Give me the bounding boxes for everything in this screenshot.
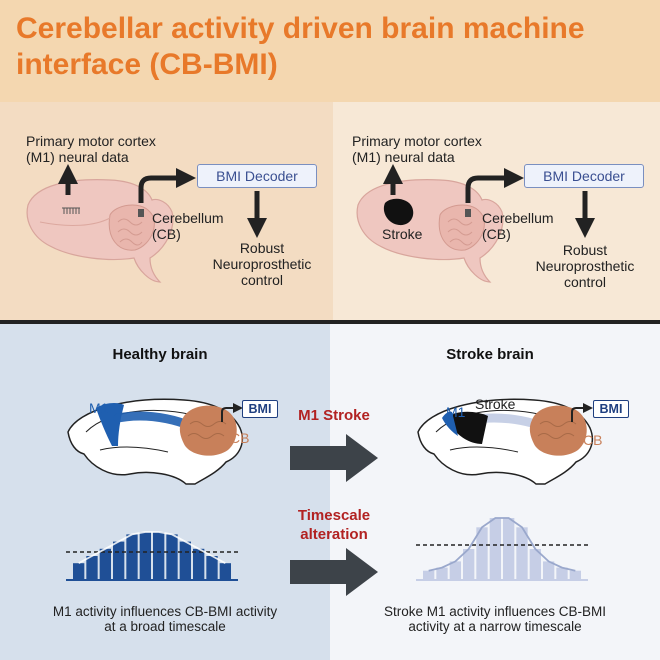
activity-bar [569, 570, 581, 580]
header-band [0, 0, 660, 102]
activity-bar [86, 556, 98, 580]
activity-bar [423, 570, 435, 580]
stroke-brain-heading: Stroke brain [446, 346, 534, 363]
cb-to-decoder-arrow [138, 168, 196, 203]
cerebellum-label: Cerebellum (CB) [482, 210, 554, 242]
activity-bar [73, 563, 85, 580]
activity-bar [113, 541, 125, 580]
activity-bar [166, 534, 178, 580]
brain-illustration-stroke [356, 179, 504, 283]
cb-to-decoder-arrow [465, 168, 524, 203]
sagittal-brain-stroke [417, 398, 594, 485]
panel-stroke-brain [330, 324, 660, 660]
healthy-caption: M1 activity influences CB-BMI activity a… [52, 604, 278, 634]
figure-title: Cerebellar activity driven brain machine… [16, 12, 585, 81]
neuroprosthetic-control-label: Robust Neuroprosthetic control [212, 240, 312, 288]
activity-bar [126, 534, 138, 580]
cb-label: CB [230, 430, 250, 446]
activity-bar [556, 567, 568, 580]
section-divider [0, 320, 660, 324]
bmi-decoder-box: BMI Decoder [197, 164, 317, 188]
electrode-array-icon [62, 207, 80, 214]
stroke-label: Stroke [475, 396, 516, 412]
activity-bar [449, 561, 461, 580]
activity-bar [476, 527, 488, 580]
cb-electrode-icon [465, 209, 471, 217]
activity-bar [503, 518, 515, 580]
activity-bar [529, 549, 541, 580]
stroke-caption: Stroke M1 activity influences CB-BMI act… [383, 604, 607, 634]
sagittal-brain-healthy [67, 398, 244, 485]
transition-arrow-bottom [290, 548, 378, 596]
activity-bar [436, 567, 448, 580]
brain-illustration-healthy [26, 179, 174, 283]
activity-bar [463, 549, 475, 580]
cerebellum-region [529, 405, 587, 456]
m1-data-label: Primary motor cortex (M1) neural data [352, 133, 482, 165]
activity-curve [428, 517, 576, 572]
healthy-brain-heading: Healthy brain [112, 346, 208, 363]
activity-bar [206, 556, 218, 580]
activity-curve [78, 531, 226, 564]
bmi-box: BMI [242, 400, 278, 418]
timescale-alteration-label: Timescale alteration [297, 507, 371, 543]
activity-bar [193, 548, 205, 580]
cb-to-bmi-arrow [571, 403, 593, 422]
cb-label: CB [583, 432, 603, 448]
m1-stroke-label: M1 Stroke [298, 407, 370, 424]
stroke-lesion-icon [383, 198, 414, 226]
bmi-box: BMI [593, 400, 629, 418]
stroke-label: Stroke [382, 226, 423, 242]
cb-to-bmi-arrow [221, 403, 243, 422]
activity-histogram-healthy [66, 531, 238, 581]
panel-healthy-brain [0, 324, 330, 660]
activity-histogram-stroke [416, 517, 588, 581]
activity-bar [489, 518, 501, 580]
cerebellum-region [179, 405, 237, 456]
m1-region [442, 411, 458, 436]
cb-electrode-icon [138, 209, 144, 217]
activity-bar [516, 527, 528, 580]
cerebellum-label: Cerebellum (CB) [152, 210, 224, 242]
m1-label: M1 [446, 404, 466, 420]
transition-arrow-top [290, 434, 378, 482]
bmi-decoder-box: BMI Decoder [524, 164, 644, 188]
activity-bar [179, 541, 191, 580]
neuroprosthetic-control-label: Robust Neuroprosthetic control [535, 242, 635, 290]
activity-bar [139, 532, 151, 580]
activity-bar [99, 548, 111, 580]
activity-bar [153, 532, 165, 580]
activity-bar [543, 561, 555, 580]
activity-bar [219, 563, 231, 580]
m1-data-label: Primary motor cortex (M1) neural data [26, 133, 156, 165]
stroke-lesion-region [446, 411, 488, 444]
m1-label: M1 [89, 400, 109, 416]
